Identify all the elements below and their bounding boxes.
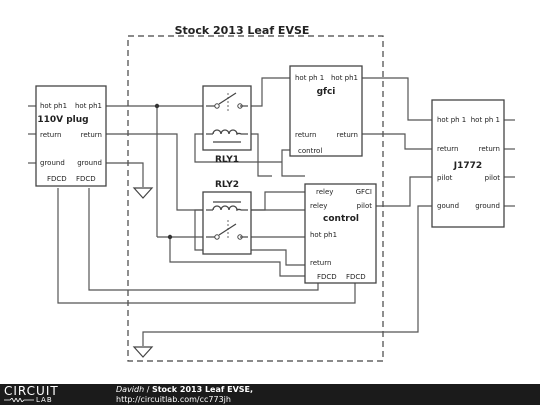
control-pin-label: pilot bbox=[357, 202, 373, 210]
footer-url[interactable]: http://circuitlab.com/cc773jh bbox=[116, 395, 231, 404]
control-pin-label: return bbox=[310, 259, 331, 267]
control-pin-label: FDCD bbox=[317, 273, 337, 281]
j1772-pin-label: pilot bbox=[485, 174, 501, 182]
j1772-pin-label: hot ph 1 bbox=[471, 116, 500, 124]
plug-title: 110V plug bbox=[37, 115, 88, 125]
control-pin-label: reley bbox=[310, 202, 327, 210]
plug-pin-label: FDCD bbox=[47, 175, 67, 183]
plug-pin-label: hot ph1 bbox=[40, 102, 67, 110]
footer-author[interactable]: Davidh bbox=[116, 385, 145, 394]
relay-2-block bbox=[202, 191, 252, 255]
relay-1-title: RLY1 bbox=[215, 155, 239, 165]
j1772-pin-label: ground bbox=[475, 202, 500, 210]
circuitlab-logo[interactable]: CIRCUIT bbox=[4, 384, 59, 398]
junction-dot bbox=[154, 103, 160, 109]
ground-symbol bbox=[132, 346, 154, 358]
control-pin-label: reley bbox=[316, 188, 333, 196]
j1772-pin-label: return bbox=[437, 145, 458, 153]
control-title: control bbox=[323, 214, 359, 224]
footer-separator: / bbox=[146, 385, 150, 394]
footer-title: Stock 2013 Leaf EVSE, bbox=[151, 385, 254, 394]
control-pin-label: GFCI bbox=[356, 188, 372, 196]
plug-pin-label: return bbox=[40, 131, 61, 139]
junction-dot bbox=[167, 234, 173, 240]
relay-2-title: RLY2 bbox=[215, 180, 239, 190]
control-pin-label: FDCD bbox=[346, 273, 366, 281]
circuitlab-logo-sub: LAB bbox=[36, 396, 53, 404]
gfci-title: gfci bbox=[317, 87, 336, 97]
gfci-block: hot ph 1 hot ph1 gfci return return cont… bbox=[289, 65, 363, 157]
j1772-block: hot ph 1 hot ph 1 return return J1772 pi… bbox=[431, 99, 505, 228]
j1772-pin-label: hot ph 1 bbox=[437, 116, 466, 124]
plug-pin-label: FDCD bbox=[76, 175, 96, 183]
j1772-pin-label: pilot bbox=[437, 174, 453, 182]
plug-pin-label: hot ph1 bbox=[75, 102, 102, 110]
relay-1-block bbox=[202, 85, 252, 151]
resistor-icon bbox=[4, 398, 34, 402]
j1772-title: J1772 bbox=[453, 161, 482, 171]
control-pin-label: hot ph1 bbox=[310, 231, 337, 239]
gfci-pin-label: control bbox=[298, 147, 322, 155]
plug-pin-label: return bbox=[81, 131, 102, 139]
gfci-pin-label: return bbox=[337, 131, 358, 139]
plug-pin-label: ground bbox=[40, 159, 65, 167]
gfci-pin-label: hot ph1 bbox=[331, 74, 358, 82]
control-block: reley GFCI reley pilot control hot ph1 r… bbox=[304, 183, 377, 284]
diagram-title: Stock 2013 Leaf EVSE bbox=[175, 24, 310, 37]
gfci-pin-label: return bbox=[295, 131, 316, 139]
j1772-pin-label: gound bbox=[437, 202, 459, 210]
j1772-pin-label: return bbox=[479, 145, 500, 153]
gfci-pin-label: hot ph 1 bbox=[295, 74, 324, 82]
plug-block: hot ph1 hot ph1 110V plug return return … bbox=[35, 85, 107, 187]
schematic: Stock 2013 Leaf EVSE bbox=[28, 24, 515, 362]
ground-symbol bbox=[132, 187, 154, 199]
footer-bar: CIRCUIT LAB Davidh / Stock 2013 Leaf EVS… bbox=[0, 384, 540, 405]
plug-pin-label: ground bbox=[77, 159, 102, 167]
footer-credit: Davidh / Stock 2013 Leaf EVSE, bbox=[116, 385, 253, 394]
